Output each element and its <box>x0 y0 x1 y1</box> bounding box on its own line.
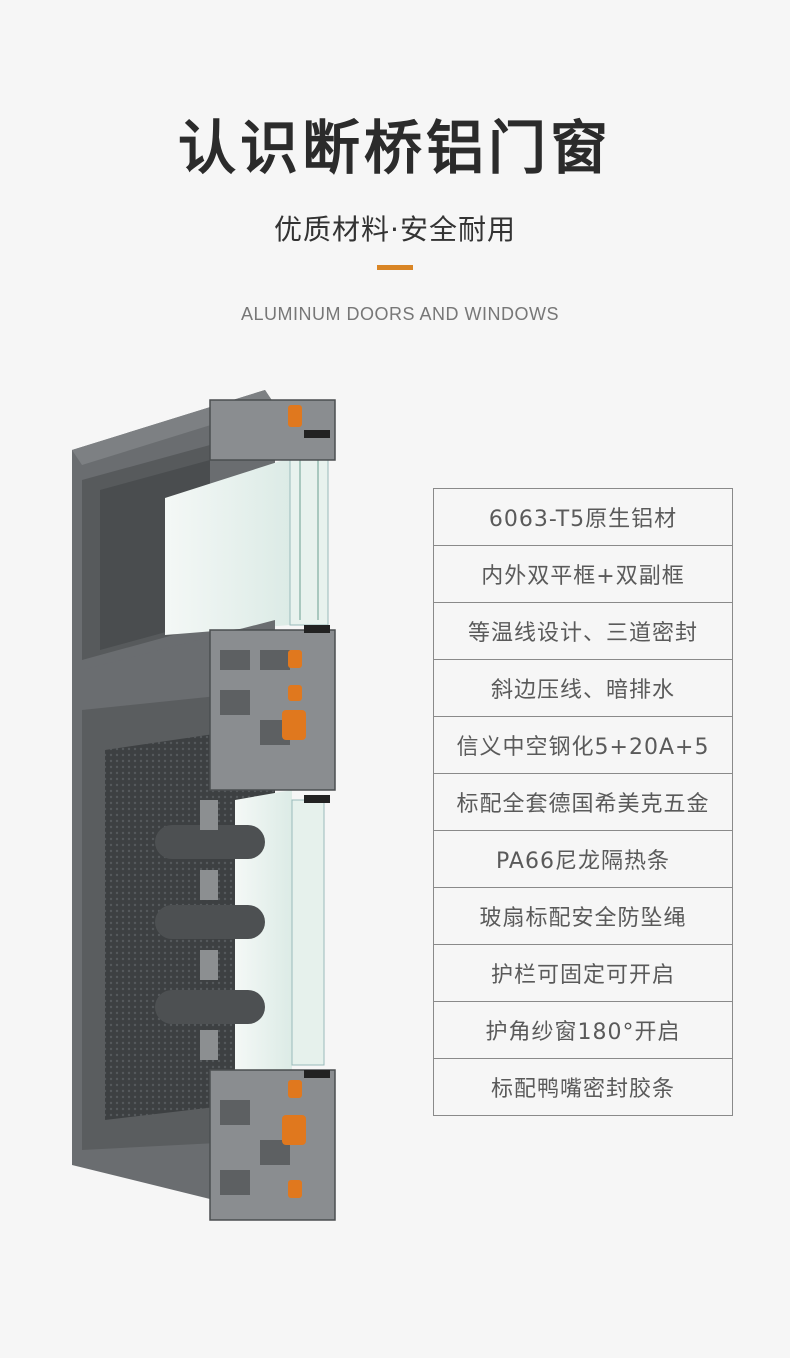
accent-divider <box>377 265 413 270</box>
feature-item: 护栏可固定可开启 <box>433 945 733 1002</box>
page-title: 认识断桥铝门窗 <box>177 114 612 182</box>
feature-item: 内外双平框+双副框 <box>433 546 733 603</box>
feature-item: 斜边压线、暗排水 <box>433 660 733 717</box>
feature-item: 等温线设计、三道密封 <box>433 603 733 660</box>
feature-item: 信义中空钢化5+20A+5 <box>433 717 733 774</box>
thermal-break-strips <box>282 405 306 1198</box>
feature-item: 6063-T5原生铝材 <box>433 489 733 546</box>
feature-item: 玻扇标配安全防坠绳 <box>433 888 733 945</box>
feature-item: 标配鸭嘴密封胶条 <box>433 1059 733 1116</box>
feature-item: 标配全套德国希美克五金 <box>433 774 733 831</box>
feature-item: 护角纱窗180°开启 <box>433 1002 733 1059</box>
page-subtitle: 优质材料·安全耐用 <box>274 213 516 246</box>
top-glass-pane <box>165 458 290 635</box>
feature-list: 6063-T5原生铝材 内外双平框+双副框 等温线设计、三道密封 斜边压线、暗排… <box>433 488 733 1116</box>
feature-item: PA66尼龙隔热条 <box>433 831 733 888</box>
english-title: ALUMINUM DOORS AND WINDOWS <box>240 304 559 324</box>
window-cross-section-illustration <box>72 390 336 1221</box>
